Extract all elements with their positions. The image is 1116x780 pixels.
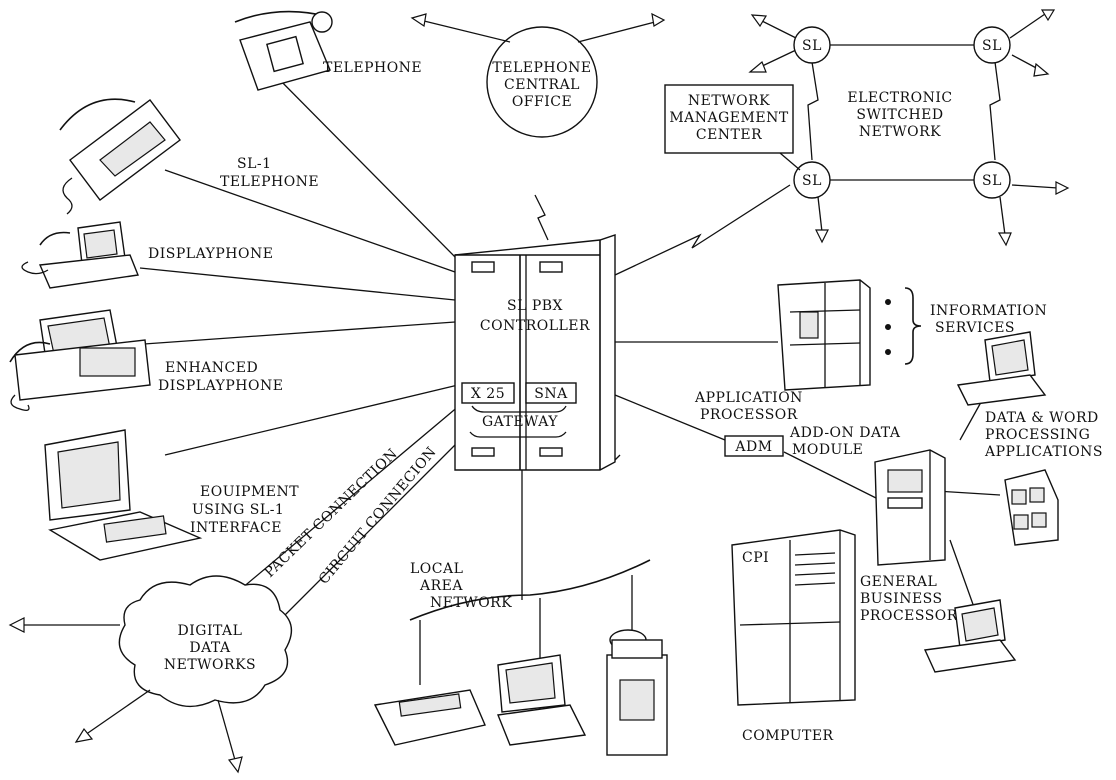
line-adm-gbp xyxy=(783,451,881,501)
card-unit-device xyxy=(1004,469,1059,546)
sl1-telephone-device xyxy=(59,98,181,215)
gbp-label-1: GENERAL xyxy=(860,574,937,590)
info-label-2: SERVICES xyxy=(935,320,1015,336)
computer-label: COMPUTER xyxy=(742,728,834,744)
info-label-1: INFORMATION xyxy=(930,303,1047,319)
add-on-data-module: ADM ADD-ON DATA MODULE xyxy=(724,425,901,458)
telephone-central-office: TELEPHONE CENTRAL OFFICE xyxy=(410,12,666,138)
application-processor: INFORMATION SERVICES APPLICATION PROCESS… xyxy=(694,279,1047,423)
cpi-label: CPI xyxy=(742,550,769,566)
electronic-switched-network: SL SL SL SL ELECTRONIC SWITCHED NETWORK xyxy=(748,9,1070,247)
enhanced-label-1: ENHANCED xyxy=(165,360,258,376)
general-business-processor: GENERAL BUSINESS PROCESSOR xyxy=(860,449,958,624)
nmc-label-3: CENTER xyxy=(696,127,762,143)
telephone-label: TELEPHONE xyxy=(323,60,422,76)
nmc-label-2: MANAGEMENT xyxy=(669,110,789,126)
line-esn xyxy=(614,184,791,276)
addon-label-2: MODULE xyxy=(792,442,863,458)
esn-label-1: ELECTRONIC xyxy=(847,90,952,106)
esn-label-3: NETWORK xyxy=(859,124,941,140)
business-terminal xyxy=(923,599,1017,673)
line-enhanced xyxy=(129,321,456,346)
gbp-label-3: PROCESSOR xyxy=(860,608,958,624)
adm-label: ADM xyxy=(734,439,772,455)
sl-node-label: SL xyxy=(802,173,822,189)
sl1-telephone-label-2: TELEPHONE xyxy=(220,174,319,190)
enhanced-label-2: DISPLAYPHONE xyxy=(158,378,283,394)
central-office-label-2: CENTRAL xyxy=(504,77,580,93)
line-adm xyxy=(614,394,726,441)
line-displayphone xyxy=(139,267,456,301)
sl-node-label: SL xyxy=(982,38,1002,54)
pbx-edge xyxy=(614,454,621,461)
central-office-label-1: TELEPHONE xyxy=(492,60,591,76)
data-word-terminal: DATA & WORD PROCESSING APPLICATIONS xyxy=(956,331,1103,460)
enhanced-displayphone-device xyxy=(9,309,151,411)
nmc-label-1: NETWORK xyxy=(688,93,770,109)
line-gbp-terminal2 xyxy=(949,539,976,611)
equipment-label-3: INTERFACE xyxy=(190,520,282,536)
sl1-telephone-label-1: SL-1 xyxy=(237,156,272,172)
network-management-center: NETWORK MANAGEMENT CENTER xyxy=(664,84,801,171)
line-sl1-telephone xyxy=(164,169,456,273)
line-circuit xyxy=(269,429,471,631)
dwp-label-1: DATA & WORD xyxy=(985,410,1099,426)
equipment-label-1: EOUIPMENT xyxy=(200,484,299,500)
pbx-label-1: SL PBX xyxy=(507,298,563,314)
local-area-network: LOCAL AREA NETWORK xyxy=(373,559,668,756)
dwp-label-3: APPLICATIONS xyxy=(984,444,1103,460)
pbx-label-2: CONTROLLER xyxy=(480,318,590,334)
sl-node-label: SL xyxy=(802,38,822,54)
ddn-label-3: NETWORKS xyxy=(164,657,256,673)
telephone-device xyxy=(234,10,333,91)
computer-cpi: CPI COMPUTER xyxy=(731,529,856,744)
ddn-label-1: DIGITAL xyxy=(178,623,243,639)
lan-label-1: LOCAL xyxy=(410,561,463,577)
central-office-label-3: OFFICE xyxy=(512,94,572,110)
digital-data-networks-cloud: DIGITAL DATA NETWORKS xyxy=(8,575,293,774)
displayphone-label: DISPLAYPHONE xyxy=(148,246,273,262)
displayphone-device xyxy=(21,221,139,289)
app-processor-label-2: PROCESSOR xyxy=(700,407,798,423)
app-processor-label-1: APPLICATION xyxy=(694,390,803,406)
gbp-label-2: BUSINESS xyxy=(860,591,943,607)
connection-lines xyxy=(129,69,1001,631)
sna-label: SNA xyxy=(534,386,568,402)
line-packet xyxy=(209,399,467,616)
line-equipment xyxy=(164,384,459,456)
lan-label-3: NETWORK xyxy=(430,595,512,611)
gateway-label: GATEWAY xyxy=(482,414,558,430)
dwp-label-2: PROCESSING xyxy=(985,427,1090,443)
x25-label: X 25 xyxy=(471,386,505,402)
sl-pbx-controller: SL PBX CONTROLLER X 25 SNA GATEWAY xyxy=(454,234,616,471)
esn-label-2: SWITCHED xyxy=(856,107,943,123)
equipment-label-2: USING SL-1 xyxy=(192,502,284,518)
ddn-label-2: DATA xyxy=(189,640,231,656)
terminal-device xyxy=(44,429,203,561)
lan-label-2: AREA xyxy=(419,578,463,594)
line-telephone xyxy=(269,69,461,263)
addon-label-1: ADD-ON DATA xyxy=(789,425,901,441)
line-central-office xyxy=(534,194,549,241)
sl-node-label: SL xyxy=(982,173,1002,189)
